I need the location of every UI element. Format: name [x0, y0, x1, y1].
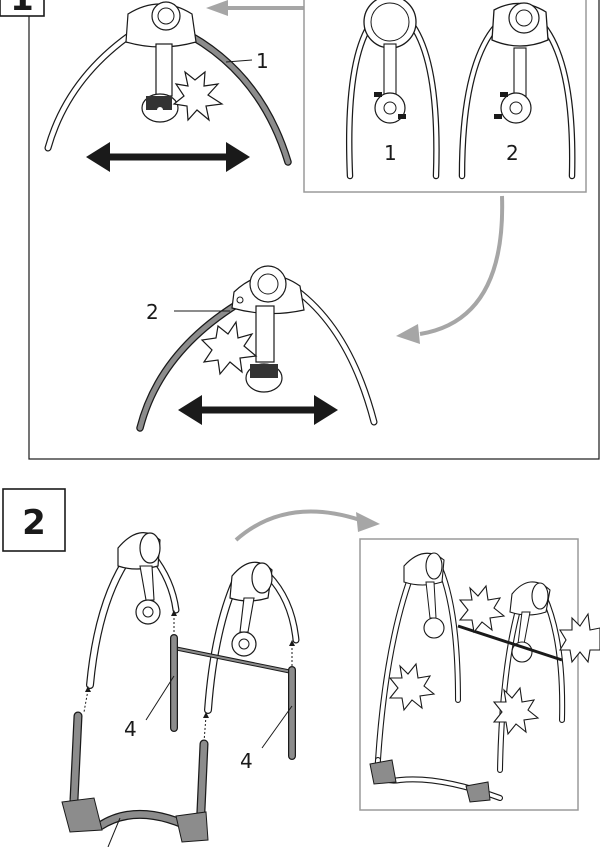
- step-1-panel: 1 1: [0, 0, 600, 460]
- part-label-4-left: 4: [124, 717, 137, 741]
- double-arrow-top: [86, 142, 250, 172]
- assembled-frame-inset: [359, 538, 600, 811]
- step-1-number-box: [0, 0, 45, 17]
- step-2-panel: 2: [2, 488, 600, 848]
- step-2-number: 2: [22, 503, 46, 543]
- part-label-1: 1: [256, 49, 269, 73]
- exploded-frame-illustration: 4 4: [61, 532, 300, 848]
- inset-variant-2: 2: [458, 2, 576, 180]
- double-arrow-bottom: [178, 395, 338, 425]
- inset-caption-2: 2: [506, 141, 519, 165]
- gray-curved-arrow-down: [396, 195, 505, 344]
- inset-caption-1: 1: [384, 141, 397, 165]
- gray-curved-arrow-step-2: [234, 509, 380, 542]
- part-label-4-right: 4: [240, 749, 253, 773]
- step-1-number: 1: [10, 0, 34, 19]
- swing-frame-lower-illustration: 2: [136, 265, 378, 432]
- inset-variant-1: 1: [345, 0, 440, 180]
- step-1-frame: [28, 0, 600, 460]
- step-2-number-box: [2, 488, 66, 552]
- part-label-2: 2: [146, 300, 159, 324]
- swing-frame-left-illustration: 1: [44, 1, 292, 166]
- inset-variants-box: 1 2: [303, 0, 587, 193]
